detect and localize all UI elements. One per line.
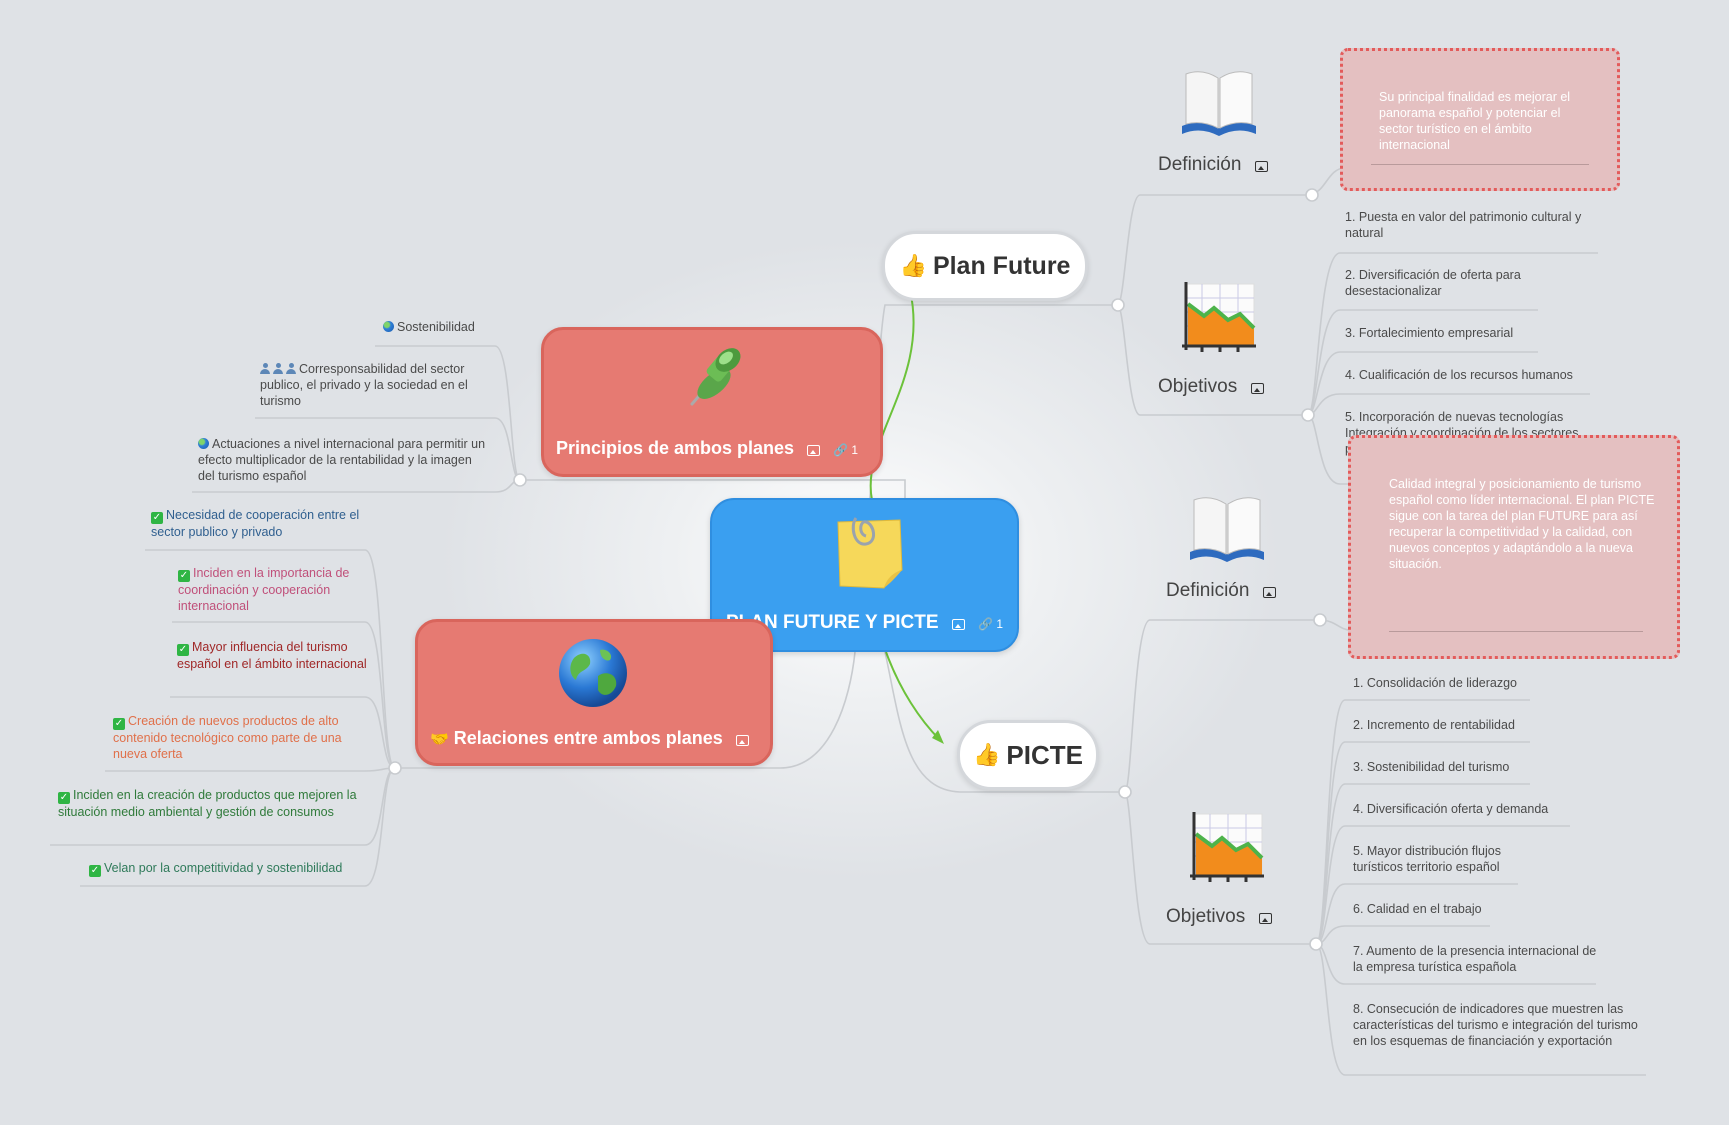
pf-definicion-note-text: Su principal finalidad es mejorar el pan… [1379, 90, 1571, 152]
person-icon [260, 363, 270, 374]
check-icon: ✓ [89, 865, 101, 877]
relaciones-item-4[interactable]: ✓Creación de nuevos productos de alto co… [113, 714, 342, 761]
picte-definicion-label[interactable]: Definición [1166, 580, 1277, 602]
central-title: PLAN FUTURE Y PICTE 🔗 1 [726, 612, 1004, 633]
principios-topic[interactable]: Principios de ambos planes 🔗 1 [541, 327, 883, 477]
pf-objetivo-2[interactable]: 2. Diversificación de oferta para desest… [1345, 268, 1521, 298]
relaciones-title: 🤝 Relaciones entre ambos planes [430, 728, 749, 749]
chart-icon [1190, 812, 1264, 882]
note-divider [1371, 164, 1589, 165]
pf-definicion-note[interactable]: Su principal finalidad es mejorar el pan… [1340, 48, 1620, 191]
book-icon [1182, 71, 1256, 136]
relaciones-item-1[interactable]: ✓Necesidad de cooperación entre el secto… [151, 508, 360, 539]
pf-objetivos-label[interactable]: Objetivos [1158, 376, 1265, 398]
image-icon[interactable] [735, 733, 749, 747]
principios-item-3[interactable]: Actuaciones a nivel internacional para p… [198, 437, 486, 483]
picte-definicion-note[interactable]: Calidad integral y posicionamiento de tu… [1348, 435, 1680, 659]
check-icon: ✓ [58, 792, 70, 804]
image-icon[interactable] [951, 617, 965, 631]
check-icon: ✓ [178, 570, 190, 582]
globe-icon [559, 639, 627, 707]
sticky-note-icon [837, 517, 903, 589]
chart-icon [1182, 282, 1256, 352]
picte-objetivo-2[interactable]: 2. Incremento de rentabilidad [1353, 718, 1515, 732]
picte-topic[interactable]: 👍 PICTE [957, 720, 1099, 790]
relaciones-item-3[interactable]: ✓Mayor influencia del turismo español en… [177, 640, 367, 671]
picte-objetivo-8[interactable]: 8. Consecución de indicadores que muestr… [1353, 1002, 1638, 1048]
principios-item-1[interactable]: Sostenibilidad [383, 319, 543, 335]
globe-icon [383, 321, 394, 332]
pf-objetivo-4[interactable]: 4. Cualificación de los recursos humanos [1345, 368, 1573, 382]
picte-objetivos-label[interactable]: Objetivos [1166, 906, 1273, 928]
globe-icon [198, 438, 209, 449]
image-icon[interactable] [1255, 159, 1269, 173]
relaciones-topic[interactable]: 🤝 Relaciones entre ambos planes [415, 619, 773, 766]
check-icon: ✓ [177, 644, 189, 656]
picte-definicion-note-text: Calidad integral y posicionamiento de tu… [1389, 477, 1655, 571]
picte-objetivo-6[interactable]: 6. Calidad en el trabajo [1353, 902, 1482, 916]
image-icon[interactable] [1251, 381, 1265, 395]
pushpin-icon [690, 348, 741, 406]
thumbs-up-icon: 👍 [899, 253, 927, 278]
pf-definicion-label[interactable]: Definición [1158, 154, 1269, 176]
plan-future-topic[interactable]: 👍 Plan Future [882, 231, 1088, 301]
relaciones-item-5[interactable]: ✓Inciden en la creación de productos que… [58, 788, 357, 819]
picte-objetivo-7[interactable]: 7. Aumento de la presencia internacional… [1353, 944, 1597, 974]
relaciones-item-6[interactable]: ✓Velan por la competitividad y sostenibi… [89, 861, 343, 877]
pf-objetivo-1[interactable]: 1. Puesta en valor del patrimonio cultur… [1345, 210, 1582, 240]
link-count: 1 [996, 617, 1004, 631]
picte-objetivo-1[interactable]: 1. Consolidación de liderazgo [1353, 676, 1517, 690]
picte-objetivo-3[interactable]: 3. Sostenibilidad del turismo [1353, 760, 1510, 774]
check-icon: ✓ [113, 718, 125, 730]
image-icon[interactable] [807, 443, 821, 457]
check-icon: ✓ [151, 512, 163, 524]
link-icon[interactable]: 🔗 1 [833, 443, 859, 457]
book-icon [1190, 497, 1264, 562]
picte-objetivo-4[interactable]: 4. Diversificación oferta y demanda [1353, 802, 1549, 816]
principios-title: Principios de ambos planes 🔗 1 [556, 438, 859, 458]
picte-objetivo-5[interactable]: 5. Mayor distribución flujos turísticos … [1353, 844, 1501, 874]
handshake-icon: 🤝 [430, 731, 449, 748]
pf-objetivo-3[interactable]: 3. Fortalecimiento empresarial [1345, 326, 1514, 340]
link-icon[interactable]: 🔗 1 [978, 617, 1004, 631]
thumbs-up-icon: 👍 [973, 742, 1001, 767]
note-divider [1389, 631, 1643, 632]
link-count: 1 [851, 443, 859, 457]
image-icon[interactable] [1259, 911, 1273, 925]
principios-item-2[interactable]: Corresponsabilidad del sector publico, e… [260, 362, 468, 408]
relaciones-item-2[interactable]: ✓Inciden en la importancia de coordinaci… [178, 566, 350, 613]
person-icon [273, 363, 283, 374]
image-icon[interactable] [1263, 585, 1277, 599]
person-icon [286, 363, 296, 374]
